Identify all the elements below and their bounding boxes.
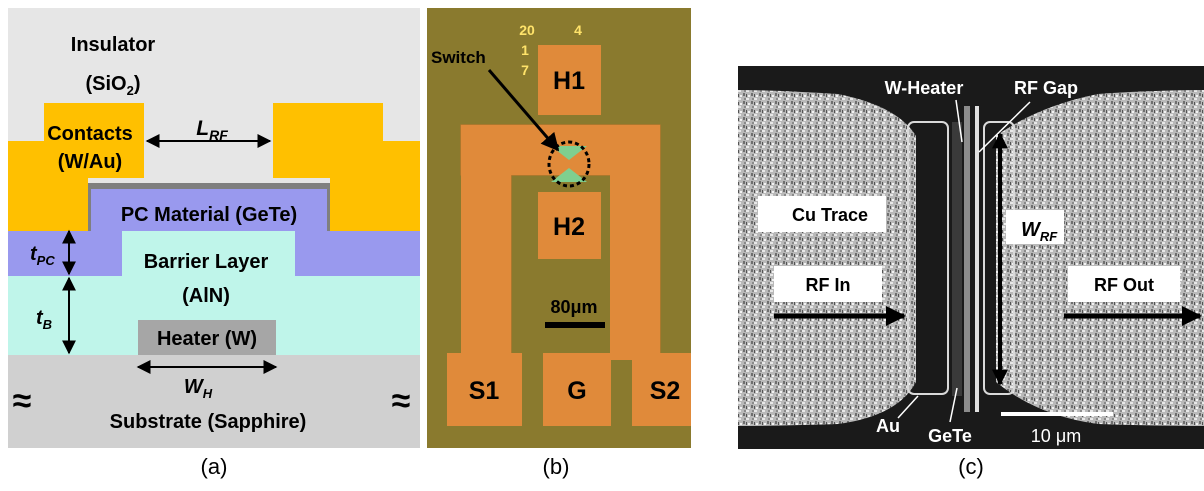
label-7: 7 (521, 62, 529, 78)
s2-label: S2 (650, 377, 681, 405)
au-label: Au (876, 416, 900, 436)
contacts-label-2: (W/Au) (58, 151, 122, 173)
au-strip-left (907, 121, 949, 395)
wrf-label-bg (1006, 210, 1064, 244)
caption-b: (b) (542, 454, 570, 479)
w-heater-pointer (955, 99, 963, 143)
cu-trace-label: Cu Trace (792, 205, 868, 225)
cu-trace-left (738, 90, 916, 426)
label-4: 4 (574, 22, 582, 38)
switch-label: Switch (431, 48, 486, 67)
rf-out-label-bg (1068, 266, 1180, 302)
g-pad (543, 353, 611, 426)
gete-label: GeTe (928, 426, 972, 446)
s1-label: S1 (469, 377, 500, 405)
gete-strip (952, 122, 962, 396)
cu-trace-right (996, 90, 1204, 426)
insulator-label-1: Insulator (71, 34, 156, 56)
h1-pad (538, 45, 601, 115)
wrf-label: WRF (1021, 219, 1058, 244)
scale-label: 80μm (550, 297, 597, 317)
cu-trace-label-bg (758, 196, 886, 232)
scale-bar (545, 322, 605, 328)
substrate-label: Substrate (Sapphire) (110, 411, 307, 433)
barrier-label-1: Barrier Layer (144, 251, 269, 273)
rf-in-label-bg (774, 266, 882, 302)
switch-pointer-arrow (487, 69, 560, 152)
wh-label: WH (184, 376, 213, 401)
insulator-label-2: (SiO2) (85, 73, 140, 98)
barrier-raised-region (122, 231, 295, 276)
w-heater-line (964, 106, 970, 412)
right-contact (273, 103, 420, 231)
au-strip-right (983, 121, 1015, 395)
g-label: G (567, 377, 586, 405)
switch-via-bottom (551, 168, 587, 182)
tb-label: tB (36, 307, 52, 332)
heater-label: Heater (W) (157, 328, 257, 350)
heater-block (138, 320, 276, 355)
gete-pointer (949, 387, 958, 423)
tpc-label: tPC (30, 243, 55, 268)
switch-highlight-circle (547, 140, 591, 188)
panel-b-micrograph: 20 4 1 7 Switch H1 H2 80μm S1 G S2 (427, 8, 691, 448)
pc-material-layer (8, 186, 420, 276)
pc-material-label: PC Material (GeTe) (121, 204, 297, 226)
s1-pad (447, 353, 522, 426)
caption-c: (c) (958, 454, 984, 479)
switch-via-top (551, 146, 587, 160)
rf-gap-label: RF Gap (1014, 78, 1078, 98)
rf-gap-line (975, 106, 979, 412)
approx-left: ≈ (13, 382, 32, 420)
h1-label: H1 (553, 67, 585, 95)
w-heater-label: W-Heater (885, 78, 964, 98)
contacts-label-1: Contacts (47, 123, 133, 145)
h2-pad (538, 192, 601, 259)
panel-c-sem-image: W-Heater RF Gap Cu Trace WRF RF In RF Ou… (738, 66, 1204, 449)
label-1: 1 (521, 42, 529, 58)
substrate-layer (8, 355, 420, 448)
rf-in-label: RF In (806, 275, 851, 295)
s2-pad (632, 353, 691, 426)
left-contact (8, 103, 144, 231)
h2-label: H2 (553, 213, 585, 241)
panel-a-cross-section: Insulator (SiO2) Contacts (W/Au) LRF PC … (8, 8, 420, 448)
rf-gap-pointer (978, 101, 1031, 153)
au-pointer (897, 395, 919, 419)
approx-right: ≈ (392, 382, 411, 420)
rf-out-label: RF Out (1094, 275, 1154, 295)
label-20: 20 (519, 22, 535, 38)
scale-bar-c (1001, 412, 1113, 416)
scale-label-c: 10 μm (1031, 426, 1081, 446)
caption-a: (a) (200, 454, 228, 479)
barrier-label-2: (AlN) (182, 285, 230, 307)
